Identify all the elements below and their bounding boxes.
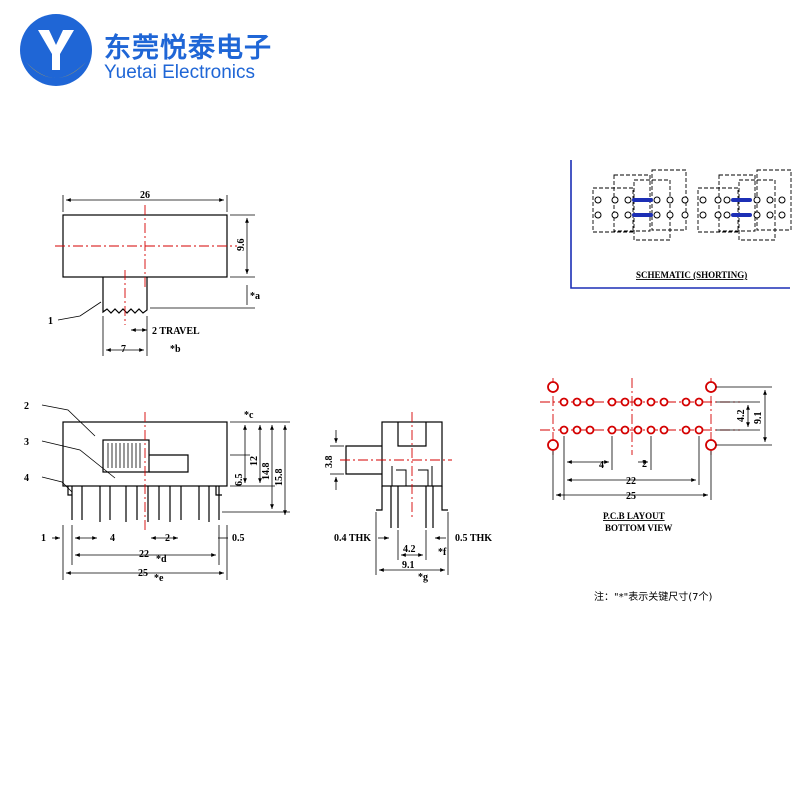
pcb-dim-4-label: 4 [599,460,604,471]
callout-4: 4 [24,473,29,484]
callout-3: 3 [24,437,29,448]
dim-9-6-label: 9.6 [236,239,247,252]
pcb-dim-25-label: 25 [626,491,636,502]
callout-1: 1 [48,316,53,327]
note-a-label: *a [250,291,260,302]
mount-hole [705,439,717,451]
schematic-terminals [594,196,786,219]
logo-letter-y [38,30,74,70]
dim-22-label: 22 [139,549,149,560]
dim-26-label: 26 [140,190,150,201]
leader-2 [41,404,96,437]
logo-swoosh [26,62,86,78]
switch-box [697,187,739,233]
dim-15-8-label: 15.8 [274,469,285,487]
top-view-labels: 26 9.6 *a 1 2 TRAVEL 7 *b [48,190,260,355]
mount-hole [547,381,559,393]
leader-1 [57,301,102,321]
schematic-title: SCHEMATIC (SHORTING) [636,270,747,280]
pcb-dim-22-label: 22 [626,476,636,487]
dim-6-5-label: 6.5 [234,474,245,487]
note-c-label: *c [244,410,254,421]
end-view [330,421,449,575]
dim-14-8-label: 14.8 [261,463,272,481]
schematic: SCHEMATIC (SHORTING) [570,160,792,289]
pcb-dimension-lines [552,386,772,500]
schematic-frame [570,160,790,289]
switch-box [718,174,756,232]
side-view-tabs [67,486,222,496]
switch-box [756,169,792,231]
leader-3 [41,440,116,479]
key-dimension-note: 注："*"表示关键尺寸(7个) [594,590,712,603]
pcb-dim-2-label: 2 [642,459,647,470]
mount-hole [547,439,559,451]
end-view-labels: 3.8 0.4 THK 0.5 THK 4.2 *f 9.1 *g [324,456,492,584]
slider-step [149,454,189,473]
side-view-slider [102,439,150,473]
slider-ridges [107,443,141,468]
dim-0-5-label: 0.5 [232,533,245,544]
switch-box [613,174,651,232]
dim-1-label: 1 [41,533,46,544]
brand-header: 东莞悦泰电子 Yuetai Electronics [0,0,800,110]
end-view-slot [397,422,427,447]
shorting-bars [632,198,752,217]
dim-9-1-label: 9.1 [402,560,415,571]
dim-12-label: 12 [249,456,260,466]
dim-7-label: 7 [121,344,126,355]
pcb-subtitle: BOTTOM VIEW [605,523,672,533]
yuetai-logo-icon [20,14,92,86]
pcb-pads [547,381,717,451]
leader-4 [41,476,73,493]
side-view-pins [71,486,220,522]
travel-label: 2 TRAVEL [152,326,200,337]
schematic-group-left [592,169,687,241]
note-d-label: *d [156,554,167,565]
callout-2: 2 [24,401,29,412]
dim-4-2-label: 4.2 [403,544,416,555]
pcb-layout: 4.2 9.1 4 2 22 25 P.C.B LAYOUT BOTTOM VI… [540,378,772,533]
thk-left-label: 0.4 THK [334,533,371,544]
dim-2-label: 2 [165,533,170,544]
company-name-cn: 东莞悦泰电子 [104,33,272,64]
note-b-label: *b [170,344,181,355]
note-f-label: *f [438,547,447,558]
dim-25-label: 25 [138,568,148,579]
thk-right-label: 0.5 THK [455,533,492,544]
schematic-group-right [697,169,792,241]
pcb-title: P.C.B LAYOUT [603,511,665,521]
mount-hole [705,381,717,393]
pcb-dim-9-1-label: 9.1 [753,412,764,425]
switch-box [592,187,634,233]
note-e-label: *e [154,573,164,584]
pcb-labels: 4.2 9.1 4 2 22 25 P.C.B LAYOUT BOTTOM VI… [599,410,764,534]
pcb-dim-4-2-label: 4.2 [736,410,747,423]
end-view-contacts [391,466,433,486]
note-g-label: *g [418,572,428,583]
side-view-labels: 2 3 4 *c 6.5 12 14.8 15.8 1 4 2 0.5 22 *… [24,401,285,584]
dim-3-8-label: 3.8 [324,456,335,469]
dim-4-label: 4 [110,533,115,544]
end-view-centerlines [340,412,452,520]
company-name-en: Yuetai Electronics [104,62,256,83]
end-view-pins [376,486,448,528]
top-view-centerlines [55,205,237,325]
